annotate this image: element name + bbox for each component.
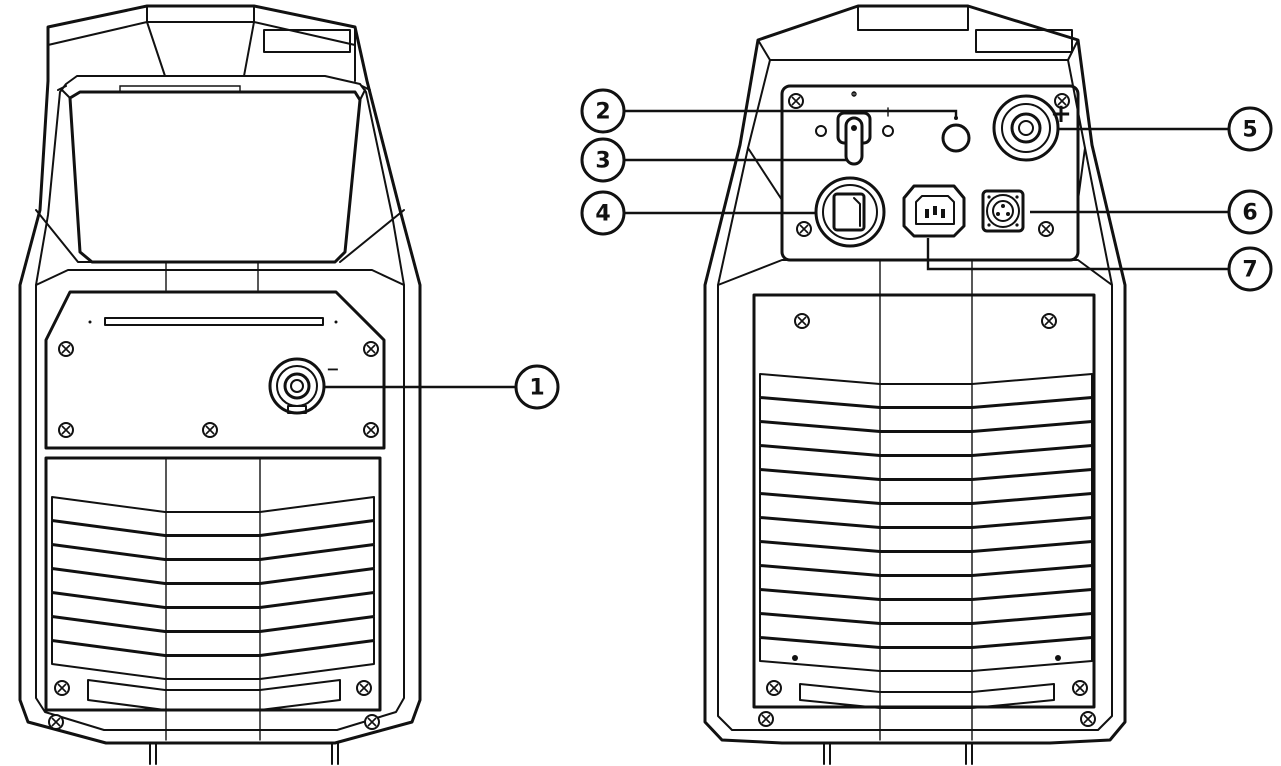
- front-grille-bottom-slot: [87, 679, 341, 711]
- rear-gas-inlet: [814, 176, 886, 248]
- front-grille-screw-l: [54, 680, 70, 696]
- rear-panel-bevels: [717, 147, 1113, 286]
- rear-grille-dividers: [879, 259, 973, 741]
- front-grille-dividers: [165, 457, 261, 741]
- rear-panel-screw-br: [1038, 221, 1054, 237]
- rear-grille-screw-tl: [794, 313, 810, 329]
- rear-feet: [823, 742, 973, 765]
- callout-circle-2: [580, 88, 626, 134]
- callout-number-1: 1: [529, 376, 544, 401]
- front-screw-tr: [363, 341, 379, 357]
- front-output-socket: [268, 357, 326, 415]
- front-display-hinge: [119, 85, 241, 93]
- rear-grille-screw-br: [1072, 680, 1088, 696]
- rear-positive-socket: [992, 94, 1060, 162]
- front-top-facets: [146, 5, 255, 77]
- rear-control-connector: [981, 189, 1025, 233]
- front-screw-tl: [58, 341, 74, 357]
- rear-grille-screw-tr: [1041, 313, 1057, 329]
- callout-circle-1: [514, 364, 560, 410]
- front-screw-bm: [202, 422, 218, 438]
- callout-number-6: 6: [1242, 201, 1257, 226]
- callout-circle-3: [580, 137, 626, 183]
- front-feet: [149, 742, 339, 765]
- front-display-window: [68, 90, 362, 264]
- callouts: 1 2 3 4 5 6 7: [324, 88, 1273, 410]
- front-grille-screw-r: [356, 680, 372, 696]
- rear-power-switch: [815, 91, 894, 166]
- rear-positive-mark: +: [1050, 99, 1072, 129]
- front-shoulder-lines: [165, 261, 259, 291]
- callout-number-7: 7: [1242, 258, 1257, 283]
- callout-circle-4: [580, 190, 626, 236]
- callout-number-2: 2: [595, 100, 610, 125]
- rear-body-outline: [703, 4, 1127, 745]
- rear-indicator-button: [941, 123, 971, 153]
- callout-leader-2: [624, 109, 958, 118]
- front-top-bezel: [47, 21, 356, 82]
- callout-circle-7: [1227, 246, 1273, 292]
- callout-circle-6: [1227, 189, 1273, 235]
- front-view: −: [18, 4, 422, 765]
- rear-grille-screw-bl: [766, 680, 782, 696]
- rear-foot-screw-l: [758, 711, 774, 727]
- callout-number-5: 5: [1242, 118, 1257, 143]
- callout-number-3: 3: [595, 149, 610, 174]
- front-screw-br: [363, 422, 379, 438]
- rear-grille-frame: [752, 293, 1096, 709]
- callout-leader-7: [926, 238, 1229, 271]
- front-screw-bl: [58, 422, 74, 438]
- front-negative-mark: −: [326, 360, 339, 379]
- front-panel-slot: [104, 317, 324, 326]
- front-shoulder: [35, 269, 405, 286]
- front-foot-screw-r: [364, 714, 380, 730]
- front-foot-screw-l: [48, 714, 64, 730]
- front-top-label-plate: [263, 29, 351, 53]
- callout-number-4: 4: [595, 202, 610, 227]
- rear-grille-slats: [759, 373, 1093, 672]
- rear-panel-screw-bl: [796, 221, 812, 237]
- callout-circle-5: [1227, 106, 1273, 152]
- front-side-bevels: [35, 209, 405, 263]
- front-window-latches: [57, 85, 371, 101]
- rear-mains-inlet: [902, 184, 966, 238]
- front-body-inner: [35, 75, 405, 731]
- front-body-outline: [18, 4, 422, 745]
- front-control-panel: [44, 290, 386, 450]
- rear-view: +: [703, 4, 1127, 765]
- rear-foot-screw-r: [1080, 711, 1096, 727]
- front-grille-slats: [51, 496, 375, 680]
- rear-grille-bottom-slot: [799, 683, 1055, 709]
- rear-panel-screw-tl: [788, 93, 804, 109]
- rear-top-label-plate: [975, 29, 1073, 53]
